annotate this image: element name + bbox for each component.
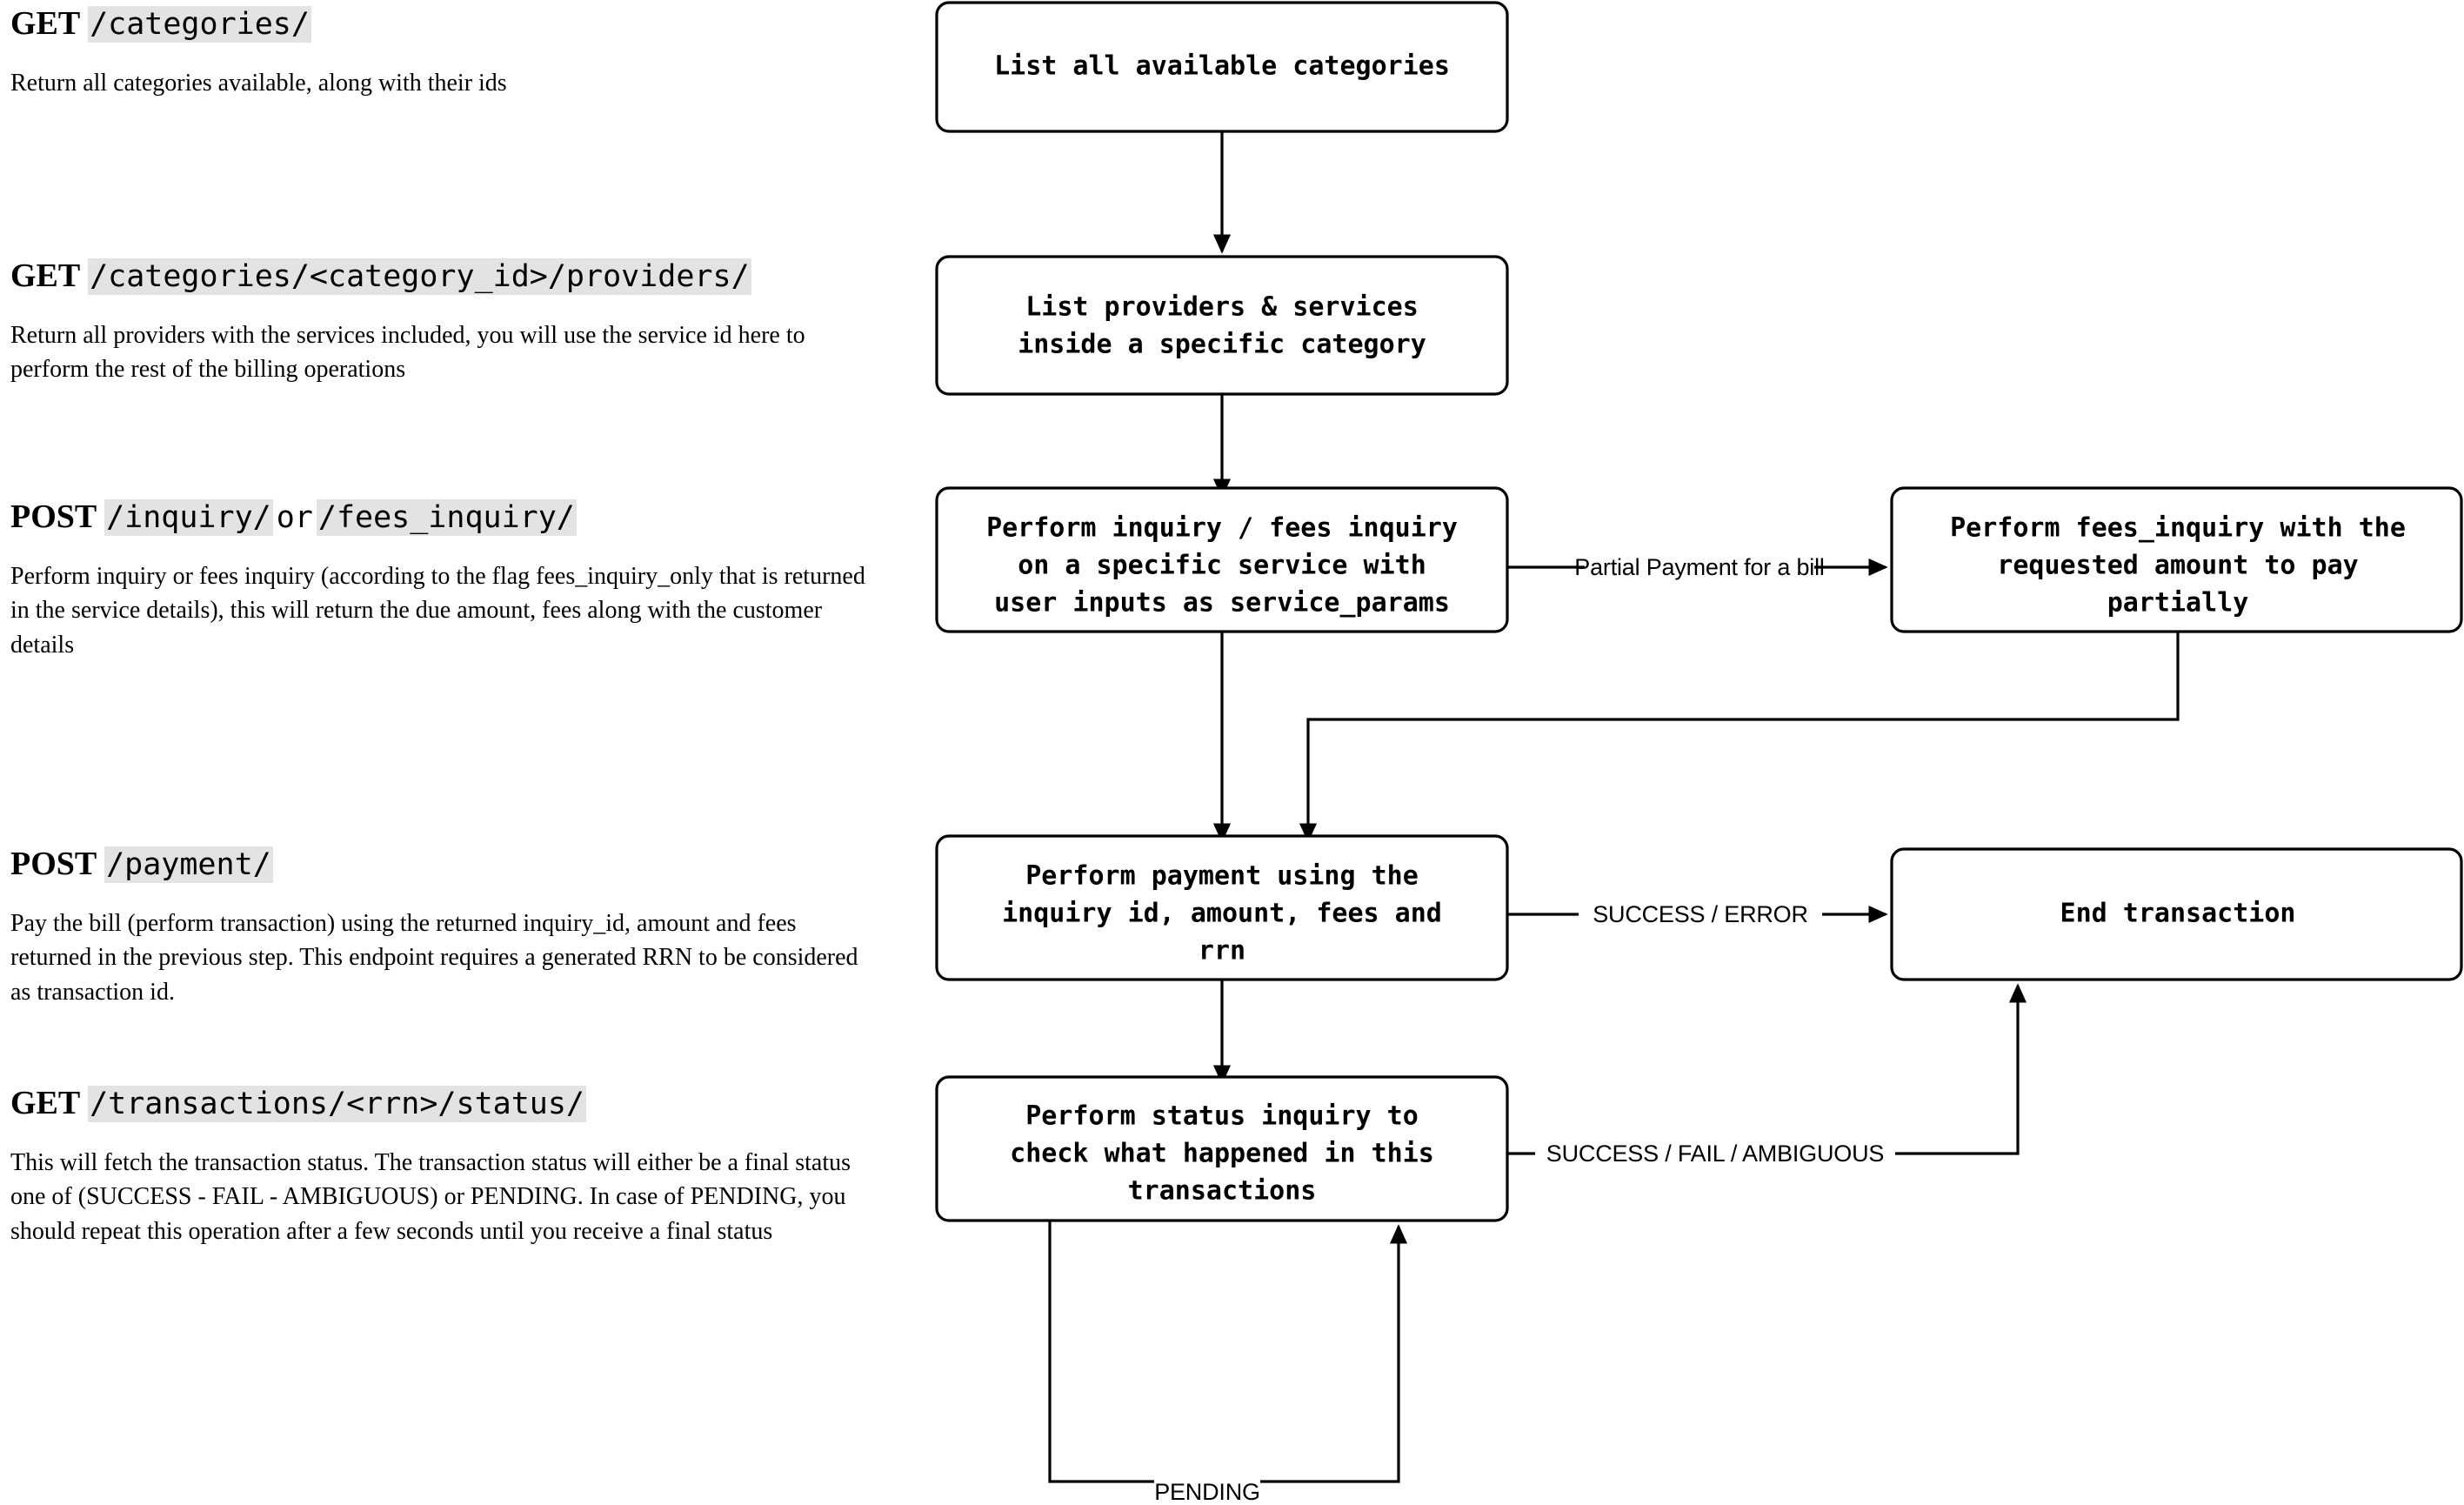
edge-label-pending: PENDING	[1154, 1479, 1260, 1505]
api-documentation-column: GET /categories/ Return all categories a…	[0, 0, 878, 1505]
node-list-categories-box[interactable]	[935, 1, 1509, 133]
node-end-transaction[interactable]: End transaction	[1890, 847, 2463, 981]
flow-edges: Partial Payment for a bill SUCCESS / ERR…	[1048, 131, 2180, 1505]
endpoint-path-conjunction: or	[276, 500, 313, 535]
doc-entry-inquiry: POST /inquiry/or/fees_inquiry/ Perform i…	[10, 498, 871, 663]
http-verb: GET	[10, 1085, 80, 1121]
endpoint-description: Pay the bill (perform transaction) using…	[10, 909, 858, 1007]
node-inquiry-box[interactable]	[935, 486, 1509, 633]
node-status-inquiry-line-2: check what happened in this	[1010, 1139, 1434, 1169]
node-list-categories-line-1: List all available categories	[994, 51, 1450, 82]
endpoint-heading-inquiry: POST /inquiry/or/fees_inquiry/	[10, 498, 871, 537]
node-status-inquiry-line-1: Perform status inquiry to	[1025, 1101, 1419, 1132]
endpoint-heading-transaction-status: GET /transactions/<rrn>/status/	[10, 1085, 871, 1123]
node-payment-line-1: Perform payment using the	[1025, 861, 1419, 892]
node-end-transaction-box[interactable]	[1890, 847, 2463, 981]
node-list-providers[interactable]: List providers & services inside a speci…	[935, 255, 1509, 396]
endpoint-description: Return all categories available, along w…	[10, 69, 507, 97]
node-fees-inquiry-partial-line-1: Perform fees_inquiry with the	[1950, 513, 2406, 544]
node-inquiry-line-1: Perform inquiry / fees inquiry	[986, 513, 1458, 544]
node-status-inquiry-line-3: transactions	[1128, 1176, 1317, 1207]
endpoint-description: This will fetch the transaction status. …	[10, 1148, 851, 1246]
http-verb: POST	[10, 498, 97, 535]
node-list-providers-box[interactable]	[935, 255, 1509, 396]
endpoint-path: /transactions/<rrn>/status/	[88, 1086, 587, 1122]
endpoint-path: /inquiry/	[104, 499, 273, 536]
node-fees-inquiry-partial-box[interactable]	[1890, 486, 2463, 633]
edge-status-to-end-right	[1895, 983, 2027, 1155]
doc-entry-payment: POST /payment/ Pay the bill (perform tra…	[10, 846, 871, 1010]
node-end-transaction-line-1: End transaction	[2060, 899, 2296, 929]
http-verb: GET	[10, 258, 80, 294]
doc-entry-categories: GET /categories/ Return all categories a…	[10, 5, 871, 100]
doc-entry-providers: GET /categories/<category_id>/providers/…	[10, 258, 871, 387]
edge-label-partial-payment: Partial Payment for a bill	[1574, 554, 1824, 580]
node-fees-inquiry-partial-line-2: requested amount to pay	[1997, 551, 2358, 581]
http-verb: GET	[10, 5, 80, 42]
flow-nodes: List all available categories List provi…	[935, 1, 2463, 1222]
edge-fees-inquiry-to-payment	[1299, 632, 2180, 843]
edge-label-success-error: SUCCESS / ERROR	[1593, 901, 1808, 927]
node-list-providers-line-1: List providers & services	[1025, 292, 1419, 323]
endpoint-heading-providers: GET /categories/<category_id>/providers/	[10, 258, 871, 296]
node-inquiry[interactable]: Perform inquiry / fees inquiry on a spec…	[935, 486, 1509, 633]
node-inquiry-line-3: user inputs as service_params	[994, 588, 1450, 619]
http-verb: POST	[10, 846, 97, 882]
node-payment-line-2: inquiry id, amount, fees and	[1002, 899, 1442, 929]
node-fees-inquiry-partial-line-3: partially	[2107, 588, 2249, 619]
node-fees-inquiry-partial[interactable]: Perform fees_inquiry with the requested …	[1890, 486, 2463, 633]
endpoint-path: /payment/	[104, 846, 273, 883]
node-list-categories[interactable]: List all available categories	[935, 1, 1509, 133]
edge-label-success-fail-ambiguous: SUCCESS / FAIL / AMBIGUOUS	[1546, 1140, 1884, 1167]
endpoint-heading-payment: POST /payment/	[10, 846, 871, 884]
endpoint-path: /categories/	[88, 6, 311, 43]
edge-status-pending-loop-left	[1048, 1220, 1154, 1483]
endpoint-path: /categories/<category_id>/providers/	[88, 258, 751, 295]
endpoint-description: Perform inquiry or fees inquiry (accordi…	[10, 562, 865, 659]
node-payment-line-3: rrn	[1199, 936, 1245, 967]
node-list-providers-line-2: inside a specific category	[1018, 330, 1426, 360]
node-status-inquiry-box[interactable]	[935, 1075, 1509, 1222]
edge-status-pending-loop-right	[1260, 1224, 1408, 1483]
doc-entry-transaction-status: GET /transactions/<rrn>/status/ This wil…	[10, 1085, 871, 1249]
node-inquiry-line-2: on a specific service with	[1018, 551, 1426, 581]
endpoint-path-alt: /fees_inquiry/	[316, 499, 577, 536]
endpoint-description: Return all providers with the services i…	[10, 321, 805, 384]
endpoint-heading-categories: GET /categories/	[10, 5, 871, 43]
node-payment[interactable]: Perform payment using the inquiry id, am…	[935, 834, 1509, 981]
node-payment-box[interactable]	[935, 834, 1509, 981]
node-status-inquiry[interactable]: Perform status inquiry to check what hap…	[935, 1075, 1509, 1222]
